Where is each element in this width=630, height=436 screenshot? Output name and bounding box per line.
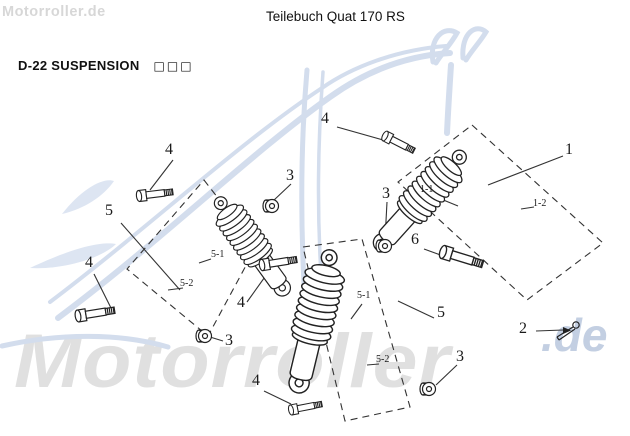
callout-5-2-left: 5-2 [180,278,194,289]
callout-5-2-middle: 5-2 [376,354,390,365]
nut-center [375,238,393,254]
watermark-large: Motorroller [14,319,451,404]
callout-3-center-left: 3 [286,167,294,184]
dashed-box-left-shock [126,179,257,337]
nut-bottom-left [195,328,213,344]
leader-lines [93,126,564,405]
nut-bottom-right [419,381,437,397]
callout-4-middle-left: 4 [237,294,245,311]
callout-1-1: 1-1 [420,184,434,195]
section-heading-glyph-boxes: □□□ [153,59,194,73]
callout-2: 2 [519,320,527,337]
callout-1-2: 1-2 [533,198,547,209]
bolt-top-middle [379,129,417,157]
cotter-pin [556,321,580,341]
page-title: Teilebuch Quat 170 RS [266,9,405,24]
watermark-swirl [0,26,490,350]
callout-6: 6 [411,231,419,248]
callout-4-top-left: 4 [165,141,173,158]
callout-4-top-middle: 4 [321,110,329,127]
callout-4-bottom: 4 [252,372,260,389]
section-heading: D-22 SUSPENSION □□□ [18,58,194,73]
bolt-bottom [287,398,324,416]
nut-center-left [262,198,280,214]
watermark-domain-suffix: .de [541,309,608,361]
shock-absorber-middle [276,244,352,399]
dashed-box-middle-shock [302,238,411,422]
callout-3-bottom-right: 3 [456,348,464,365]
callout-3-bottom-left: 3 [225,332,233,349]
watermark-small: Motorroller.de [2,4,106,20]
bolt-part-6 [437,243,486,272]
callout-5-1-left: 5-1 [211,249,225,260]
callout-5-middle: 5 [437,304,445,321]
shock-absorber-left [203,187,301,305]
callout-3-center: 3 [382,185,390,202]
callout-5-left: 5 [105,202,113,219]
callout-1: 1 [565,141,573,158]
bolt-left [73,303,117,323]
callout-5-1-middle: 5-1 [357,290,371,301]
callout-4-left: 4 [85,254,93,271]
section-heading-text: D-22 SUSPENSION [18,58,140,73]
bolt-top-left [135,185,175,203]
